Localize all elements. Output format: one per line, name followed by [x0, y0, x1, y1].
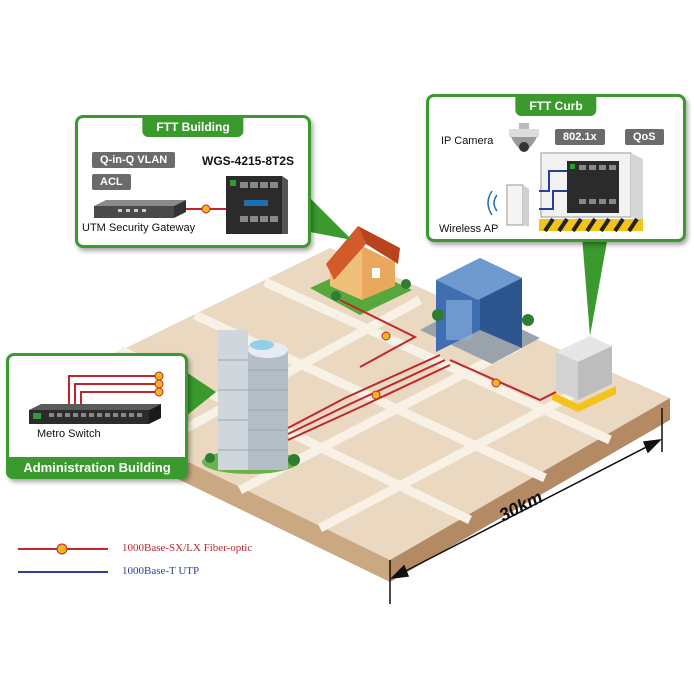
- ip-camera-icon: [509, 123, 539, 152]
- curb-cabinet: [552, 336, 616, 412]
- ftt-curb-callout: FTT Curb IP Camera 802.1x QoS Wireless A…: [426, 94, 686, 242]
- ftt-building-callout: FTT Building Q-in-Q VLAN ACL WGS-4215-8T…: [75, 115, 311, 248]
- office-building: [420, 258, 540, 364]
- fiber-connectors: [371, 331, 501, 400]
- wireless-ap-label: Wireless AP: [439, 223, 499, 235]
- qinq-vlan-tag: Q-in-Q VLAN: [92, 152, 176, 168]
- ftt-curb-title: FTT Curb: [515, 96, 597, 116]
- fiber-links: [287, 299, 557, 441]
- dot1x-tag: 802.1x: [555, 129, 605, 145]
- utm-gateway-label: UTM Security Gateway: [82, 222, 196, 234]
- legend-utp-label: 1000Base-T UTP: [122, 565, 200, 577]
- distance-dimension: [389, 408, 663, 604]
- switch-model-label: WGS-4215-8T2S: [202, 154, 295, 168]
- qos-tag: QoS: [625, 129, 664, 145]
- ftt-building-title: FTT Building: [142, 117, 244, 137]
- admin-building-title: Administration Building: [6, 457, 188, 479]
- metro-switch-label: Metro Switch: [37, 428, 101, 440]
- residential-house: [310, 226, 412, 315]
- admin-building-callout: Metro Switch Administration Building: [6, 353, 188, 479]
- admin-callout-pointer: [186, 372, 216, 416]
- utm-gateway-icon: [94, 200, 186, 218]
- legend-lines: [18, 543, 108, 573]
- wireless-ap-icon: [487, 184, 529, 227]
- curb-enclosure-icon: [539, 152, 643, 233]
- metro-switch-icon: [29, 371, 164, 424]
- legend-fiber-label: 1000Base-SX/LX Fiber-optic: [122, 542, 253, 554]
- wgs-switch-icon: [226, 176, 288, 234]
- ip-camera-label: IP Camera: [441, 135, 494, 147]
- admin-tower: [202, 330, 300, 474]
- curb-callout-pointer: [582, 236, 608, 336]
- acl-tag: ACL: [92, 174, 131, 190]
- building-callout-pointer: [310, 198, 352, 240]
- building-link-icon: [186, 204, 230, 214]
